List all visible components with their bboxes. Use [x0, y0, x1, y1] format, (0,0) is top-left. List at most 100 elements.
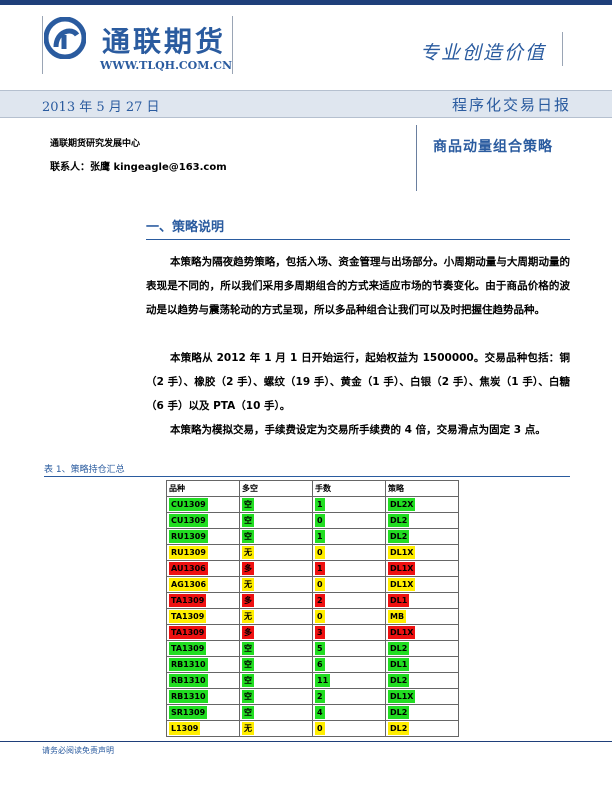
cell-value: 无 [242, 578, 254, 591]
table-row: RU1309 无 0 DL1X [166, 544, 459, 561]
cell-value: RU1309 [169, 546, 208, 559]
cell-value: RB1310 [169, 658, 208, 671]
cell-value: 空 [242, 642, 254, 655]
cell-value: DL1 [388, 594, 410, 607]
cell-value: RB1310 [169, 690, 208, 703]
title-box [416, 125, 577, 191]
cell-value: 0 [315, 546, 325, 559]
table-cell: 空 [239, 704, 313, 721]
section-rule [146, 239, 570, 240]
table-cell: MB [385, 608, 459, 625]
cell-value: DL1X [388, 690, 416, 703]
table-cell: DL2 [385, 640, 459, 657]
cell-value: L1309 [169, 722, 201, 735]
cell-value: MB [388, 610, 407, 623]
table-cell: 1 [312, 528, 386, 545]
cell-value: SR1309 [169, 706, 208, 719]
table-cell: DL1X [385, 560, 459, 577]
col-header: 多空 [239, 480, 313, 497]
cell-value: 3 [315, 626, 325, 639]
cell-value: DL1X [388, 562, 416, 575]
section-heading: 一、策略说明 [146, 220, 225, 235]
cell-value: DL1X [388, 578, 416, 591]
table-cell: 空 [239, 656, 313, 673]
cell-value: DL1X [388, 626, 416, 639]
cell-value: 空 [242, 674, 254, 687]
slogan: 专业创造价值 [420, 42, 547, 64]
table-cell: 0 [312, 512, 386, 529]
research-org: 通联期货研究发展中心 [50, 139, 141, 149]
cell-value: 空 [242, 530, 254, 543]
table-cell: DL1X [385, 624, 459, 641]
table-caption: 表 1、策略持仓汇总 [44, 465, 125, 475]
cell-value: DL2 [388, 530, 410, 543]
table-cell: 无 [239, 608, 313, 625]
cell-value: CU1309 [169, 514, 208, 527]
cell-value: TA1309 [169, 594, 207, 607]
table-cell: CU1309 [166, 496, 240, 513]
cell-value: CU1309 [169, 498, 208, 511]
cell-value: 2 [315, 690, 325, 703]
table-cell: 多 [239, 592, 313, 609]
table-cell: 1 [312, 496, 386, 513]
slogan-divider [562, 32, 563, 66]
cell-value: 1 [315, 562, 325, 575]
table-cell: DL2 [385, 720, 459, 737]
table-cell: TA1309 [166, 640, 240, 657]
report-date: 2013 年 5 月 27 日 [42, 100, 160, 115]
table-cell: 4 [312, 704, 386, 721]
table-cell: 空 [239, 640, 313, 657]
table-cell: DL2X [385, 496, 459, 513]
brand-url: WWW.TLQH.COM.CN [100, 59, 233, 72]
table-cell: 1 [312, 560, 386, 577]
cell-value: AU1306 [169, 562, 208, 575]
cell-value: 11 [315, 674, 331, 687]
cell-value: 5 [315, 642, 325, 655]
table-cell: RU1309 [166, 528, 240, 545]
cell-value: DL2X [388, 498, 416, 511]
cell-value: 无 [242, 722, 254, 735]
table-cell: DL2 [385, 672, 459, 689]
table-cell: RB1310 [166, 688, 240, 705]
table-cell: DL1X [385, 544, 459, 561]
footer-rule [0, 741, 612, 742]
cell-value: TA1309 [169, 626, 207, 639]
caption-rule [44, 476, 570, 477]
col-header: 手数 [312, 480, 386, 497]
cell-value: 0 [315, 514, 325, 527]
cell-value: 0 [315, 578, 325, 591]
cell-value: 空 [242, 690, 254, 703]
table-cell: 无 [239, 576, 313, 593]
table-cell: 空 [239, 672, 313, 689]
table-row: L1309 无 0 DL2 [166, 720, 459, 737]
table-cell: DL1 [385, 592, 459, 609]
table-cell: DL1X [385, 688, 459, 705]
table-cell: TA1309 [166, 624, 240, 641]
table-cell: 空 [239, 688, 313, 705]
cell-value: 无 [242, 546, 254, 559]
cell-value: 无 [242, 610, 254, 623]
table-cell: TA1309 [166, 608, 240, 625]
table-cell: 5 [312, 640, 386, 657]
table-cell: L1309 [166, 720, 240, 737]
header-divider [232, 16, 233, 74]
table-cell: 0 [312, 608, 386, 625]
cell-value: 6 [315, 658, 325, 671]
table-row: RB1310 空 2 DL1X [166, 688, 459, 705]
cell-value: TA1309 [169, 610, 207, 623]
table-cell: 无 [239, 544, 313, 561]
cell-value: 多 [242, 594, 254, 607]
contact-line: 联系人：张鹰 kingeagle@163.com [50, 162, 227, 173]
table-cell: 无 [239, 720, 313, 737]
cell-value: 0 [315, 722, 325, 735]
cell-value: 1 [315, 498, 325, 511]
col-header: 品种 [166, 480, 240, 497]
date-band [0, 90, 612, 118]
